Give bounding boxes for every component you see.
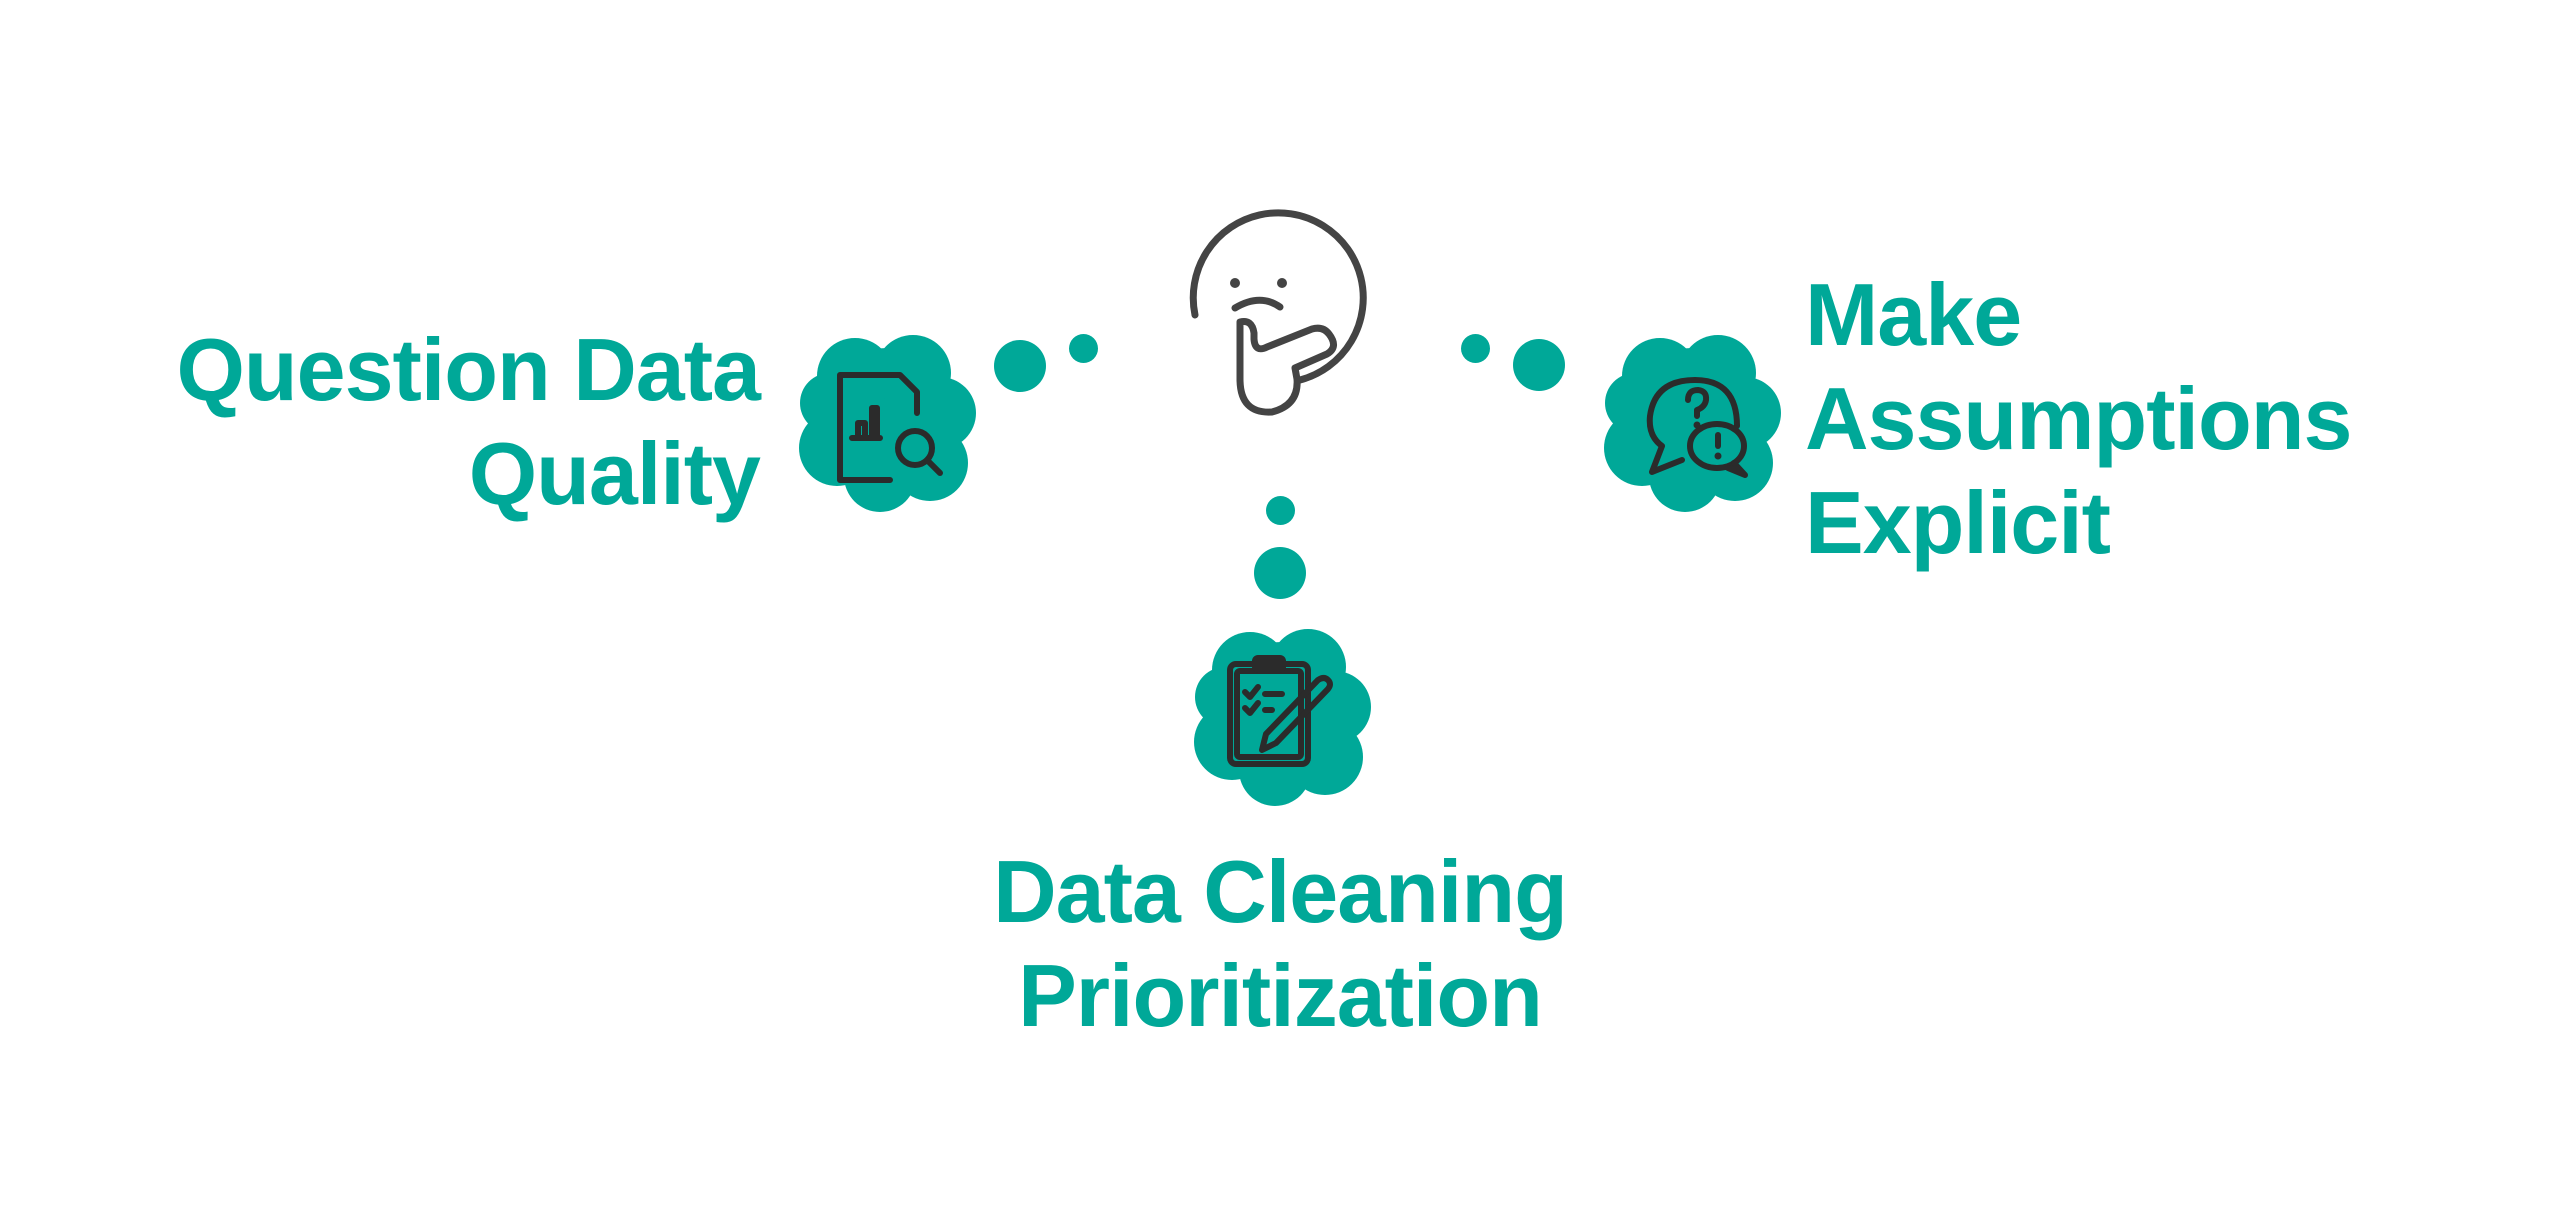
cloud-badge-left: [799, 335, 976, 512]
node-label-make-assumptions-explicit: Make Assumptions Explicit: [1805, 263, 2352, 575]
cloud-badge-bottom: [1194, 629, 1371, 806]
node-label-question-data-quality: Question Data Quality: [176, 318, 761, 526]
connector-dot-bottom-small: [1266, 496, 1295, 525]
label-line: Question Data: [176, 320, 761, 419]
cloud-badge-right: [1604, 335, 1781, 512]
label-line: Prioritization: [1018, 946, 1543, 1045]
label-line: Make: [1805, 265, 2022, 364]
connector-dot-left-large: [994, 340, 1046, 392]
label-line: Explicit: [1805, 473, 2111, 572]
connector-dot-left-small: [1069, 334, 1098, 363]
connector-dot-bottom-large: [1254, 547, 1306, 599]
label-line: Quality: [468, 424, 761, 523]
connector-dot-right-small: [1461, 334, 1490, 363]
document-chart-search-icon: [837, 372, 943, 483]
node-label-data-cleaning-prioritization: Data Cleaning Prioritization: [980, 840, 1580, 1048]
clipboard-checklist-pencil-icon: [1227, 655, 1333, 767]
connector-dot-right-large: [1513, 339, 1565, 391]
label-line: Assumptions: [1805, 369, 2352, 468]
thinking-face-icon: [1189, 209, 1367, 416]
label-line: Data Cleaning: [993, 842, 1568, 941]
question-exclamation-speech-bubbles-icon: [1646, 377, 1748, 478]
